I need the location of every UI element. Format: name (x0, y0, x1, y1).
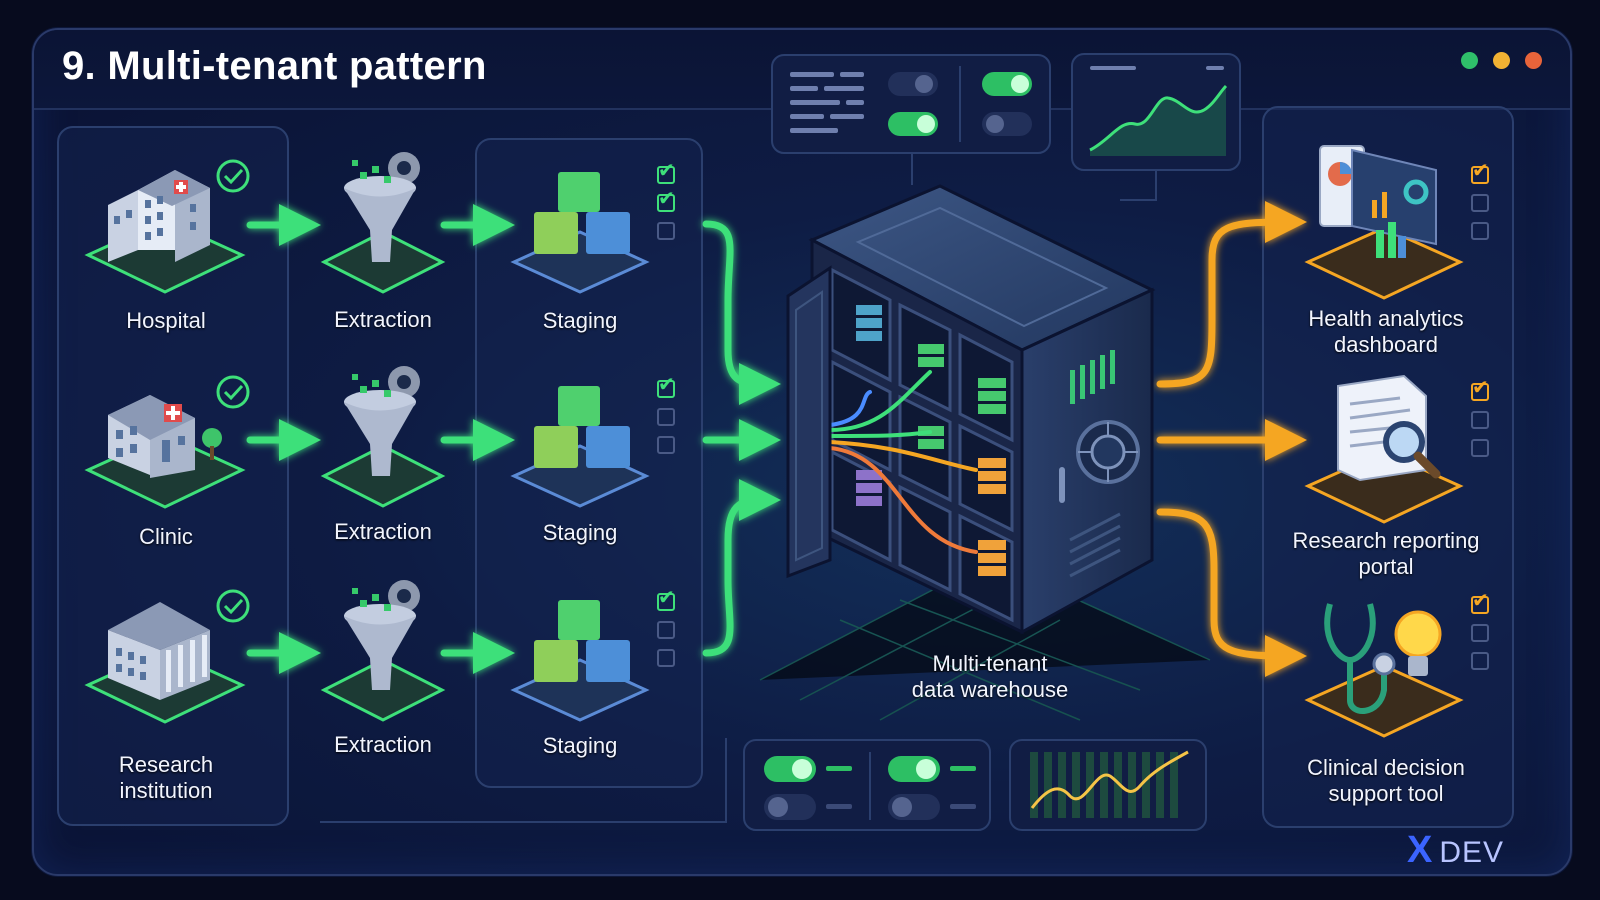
staging-checkbox-3-3[interactable] (657, 649, 675, 667)
staging-label-1: Staging (542, 308, 618, 333)
staging-checkbox-2-2[interactable] (657, 408, 675, 426)
checkmark-icon: ✔ (658, 585, 675, 609)
checkmark-icon: ✔ (658, 186, 675, 210)
top-sparkline-panel (1071, 53, 1241, 171)
output-checkbox-2-3[interactable] (1471, 439, 1489, 457)
staging-checkbox-2-1[interactable]: ✔ (657, 374, 675, 398)
report-magnifier-icon (1337, 374, 1441, 482)
cubes-icon (534, 172, 630, 682)
extraction-label-2: Extraction (334, 519, 432, 544)
vault-icon (786, 184, 1156, 635)
window-dot-orange[interactable] (1525, 52, 1542, 69)
window-dot-yellow[interactable] (1493, 52, 1510, 69)
output-label-clinical-tool: Clinical decision support tool (1307, 755, 1465, 806)
top-toggle-panel (771, 54, 1051, 154)
hospital-icon (108, 170, 210, 262)
checkmark-icon: ✔ (658, 158, 675, 182)
extraction-label-3: Extraction (334, 732, 432, 757)
funnel-gear-icon (344, 152, 420, 690)
checkmark-icon: ✔ (1472, 158, 1489, 182)
output-label-analytics: Health analytics dashboard (1308, 306, 1464, 357)
output-checkbox-3-2[interactable] (1471, 624, 1489, 642)
staging-checkbox-3-1[interactable]: ✔ (657, 587, 675, 611)
output-checkbox-3-3[interactable] (1471, 652, 1489, 670)
research-institution-icon (108, 602, 210, 700)
staging-label-3: Staging (542, 733, 618, 758)
source-label-clinic: Clinic (139, 524, 193, 549)
staging-checkbox-1-2[interactable]: ✔ (657, 188, 675, 212)
output-label-research-portal: Research reporting portal (1292, 528, 1480, 579)
staging-checkbox-2-3[interactable] (657, 436, 675, 454)
checkmark-icon: ✔ (658, 372, 675, 396)
output-checkbox-3-1[interactable]: ✔ (1471, 590, 1489, 614)
checkmark-icon: ✔ (1472, 588, 1489, 612)
stethoscope-bulb-icon (1324, 603, 1442, 714)
staging-label-2: Staging (542, 520, 618, 545)
extraction-label-1: Extraction (334, 307, 432, 332)
source-check-badges (216, 159, 250, 623)
analytics-dashboard-icon (1319, 145, 1437, 258)
output-checkbox-2-2[interactable] (1471, 411, 1489, 429)
checkmark-icon: ✔ (1472, 375, 1489, 399)
watermark-text: DEV (1439, 836, 1504, 869)
bottom-toggle-panel (743, 739, 991, 831)
staging-checkbox-1-1[interactable]: ✔ (657, 160, 675, 184)
output-platforms (1304, 226, 1464, 738)
clinic-icon (108, 395, 222, 478)
source-label-research-institution: Research institution (118, 752, 214, 803)
warehouse-label: Multi-tenant data warehouse (911, 651, 1069, 702)
output-checkbox-2-1[interactable]: ✔ (1471, 377, 1489, 401)
staging-checkbox-1-3[interactable] (657, 222, 675, 240)
bottom-chart-panel (1009, 739, 1207, 831)
source-label-hospital: Hospital (126, 308, 206, 333)
window-dot-green[interactable] (1461, 52, 1478, 69)
page-title: 9. Multi-tenant pattern (62, 44, 487, 88)
watermark-x-logo: X (1406, 829, 1434, 871)
output-checkbox-1-1[interactable]: ✔ (1471, 160, 1489, 184)
output-checkbox-1-3[interactable] (1471, 222, 1489, 240)
staging-checkbox-3-2[interactable] (657, 621, 675, 639)
output-checkbox-1-2[interactable] (1471, 194, 1489, 212)
